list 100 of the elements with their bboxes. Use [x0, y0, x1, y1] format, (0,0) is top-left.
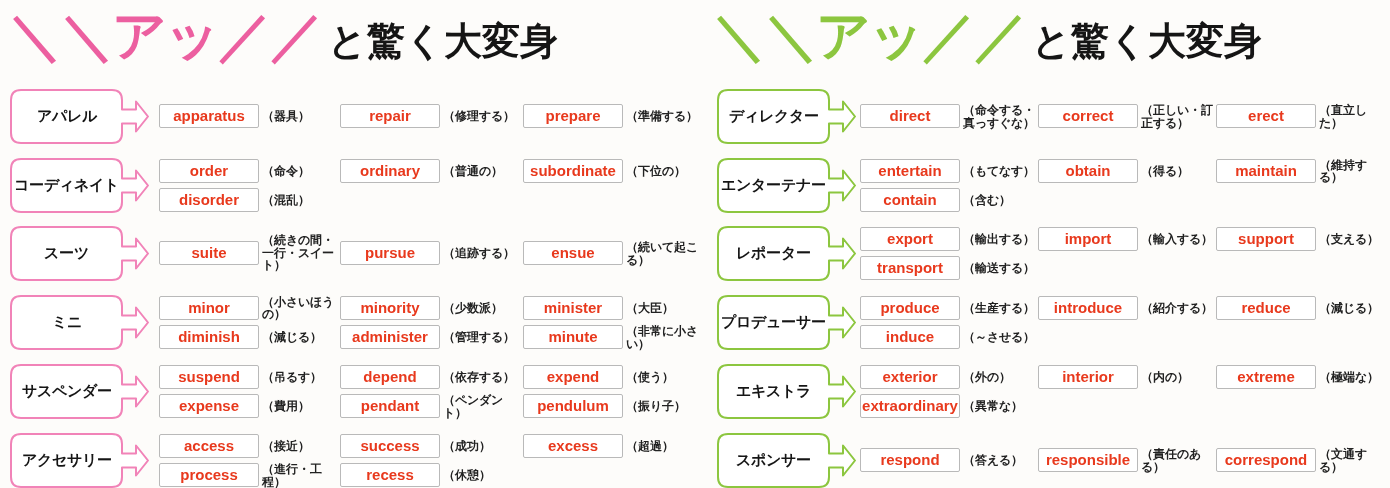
word-box: disorder [159, 188, 259, 212]
japanese-gloss: （維持する） [1319, 158, 1368, 183]
japanese-gloss: （外の） [963, 370, 1011, 383]
word-box: contain [860, 188, 960, 212]
japanese-gloss: （吊るす） [262, 370, 322, 383]
japanese-gloss: （輸送する） [963, 261, 1035, 275]
arrow-label-box: サスペンダー [10, 363, 150, 419]
arrow-label-box: ディレクター [717, 88, 857, 144]
word-box: maintain [1216, 158, 1316, 183]
japanese-gloss: （極端な） [1319, 370, 1379, 383]
word-box: export [860, 226, 960, 251]
japanese-gloss: （文通する） [1319, 447, 1368, 473]
word-box: pendulum [523, 394, 623, 418]
arrow-label-box: エキストラ [717, 363, 857, 419]
japanese-gloss: （依存する） [443, 370, 515, 383]
japanese-gloss: （～させる） [963, 330, 1035, 344]
japanese-gloss: （含む） [963, 193, 1011, 207]
japanese-gloss: （正しい・訂正する） [1141, 103, 1214, 129]
word-box: minority [340, 295, 440, 320]
japanese-gloss: （成功） [443, 439, 491, 452]
japanese-gloss: （命令する・真っすぐな） [963, 103, 1036, 129]
word-box: direct [860, 104, 960, 128]
japanese-gloss: （準備する） [626, 109, 698, 123]
arrow-label-box: コーディネイト [10, 157, 150, 213]
word-box: repair [340, 104, 440, 128]
japanese-gloss: （下位の） [626, 164, 686, 177]
japanese-gloss: （追跡する） [443, 246, 515, 260]
word-box: responsible [1038, 448, 1138, 472]
arrow-label-box: スポンサー [717, 432, 857, 488]
japanese-gloss: （支える） [1319, 232, 1379, 245]
heading: ＼＼アッ／／と驚く大変身 [8, 6, 558, 66]
word-box: induce [860, 325, 960, 349]
japanese-gloss: （休憩） [443, 468, 491, 482]
japanese-gloss: （減じる） [1319, 301, 1379, 314]
arrow-label-box: エンターテナー [717, 157, 857, 213]
word-box: ensue [523, 241, 623, 265]
japanese-gloss: （ペンダント） [443, 393, 504, 419]
japanese-gloss: （続いて起こる） [626, 240, 699, 266]
word-box: erect [1216, 104, 1316, 128]
japanese-gloss: （修理する） [443, 109, 515, 123]
japanese-gloss: （命令） [262, 164, 310, 177]
word-box: obtain [1038, 158, 1138, 183]
word-box: pendant [340, 394, 440, 418]
arrow-label-box: レポーター [717, 225, 857, 281]
word-box: support [1216, 226, 1316, 251]
japanese-gloss: （費用） [262, 399, 310, 413]
word-box: recess [340, 463, 440, 487]
arrow-label-box: アパレル [10, 88, 150, 144]
word-box: extraordinary [860, 394, 960, 418]
word-box: minor [159, 295, 259, 320]
word-box: exterior [860, 364, 960, 389]
word-box: respond [860, 448, 960, 472]
word-box: depend [340, 364, 440, 389]
word-box: suite [159, 241, 259, 265]
japanese-gloss: （小さいほうの） [262, 295, 335, 320]
word-box: interior [1038, 364, 1138, 389]
word-box: correct [1038, 104, 1138, 128]
word-box: introduce [1038, 295, 1138, 320]
japanese-gloss: （普通の） [443, 164, 503, 177]
word-box: process [159, 463, 259, 487]
japanese-gloss: （減じる） [262, 330, 322, 344]
arrow-label-box: ミニ [10, 294, 150, 350]
japanese-gloss: （直立した） [1319, 103, 1368, 129]
japanese-gloss: （振り子） [626, 399, 686, 413]
japanese-gloss: （もてなす） [963, 164, 1035, 177]
japanese-gloss: （使う） [626, 370, 674, 383]
japanese-gloss: （生産する） [963, 301, 1035, 314]
word-box: expense [159, 394, 259, 418]
word-box: apparatus [159, 104, 259, 128]
word-box: prepare [523, 104, 623, 128]
word-box: correspond [1216, 448, 1316, 472]
word-box: entertain [860, 158, 960, 183]
japanese-gloss: （輸入する） [1141, 232, 1213, 245]
japanese-gloss: （進行・工程） [262, 462, 323, 488]
word-box: order [159, 158, 259, 183]
word-box: ordinary [340, 158, 440, 183]
word-box: minister [523, 295, 623, 320]
word-box: import [1038, 226, 1138, 251]
word-box: minute [523, 325, 623, 349]
arrow-label-box: スーツ [10, 225, 150, 281]
japanese-gloss: （管理する） [443, 330, 515, 344]
arrow-label-box: プロデューサー [717, 294, 857, 350]
word-box: expend [523, 364, 623, 389]
japanese-gloss: （混乱） [262, 193, 310, 207]
arrow-label-box: アクセサリー [10, 432, 150, 488]
japanese-gloss: （接近） [262, 439, 310, 452]
japanese-gloss: （紹介する） [1141, 301, 1213, 314]
japanese-gloss: （超過） [626, 439, 674, 452]
japanese-gloss: （内の） [1141, 370, 1189, 383]
word-box: suspend [159, 364, 259, 389]
word-box: reduce [1216, 295, 1316, 320]
word-box: extreme [1216, 364, 1316, 389]
japanese-gloss: （責任のある） [1141, 447, 1202, 473]
japanese-gloss: （器具） [262, 109, 310, 123]
word-box: pursue [340, 241, 440, 265]
japanese-gloss: （得る） [1141, 164, 1189, 177]
japanese-gloss: （大臣） [626, 301, 674, 314]
japanese-gloss: （異常な） [963, 399, 1023, 413]
word-box: access [159, 433, 259, 458]
japanese-gloss: （非常に小さい） [626, 324, 699, 350]
